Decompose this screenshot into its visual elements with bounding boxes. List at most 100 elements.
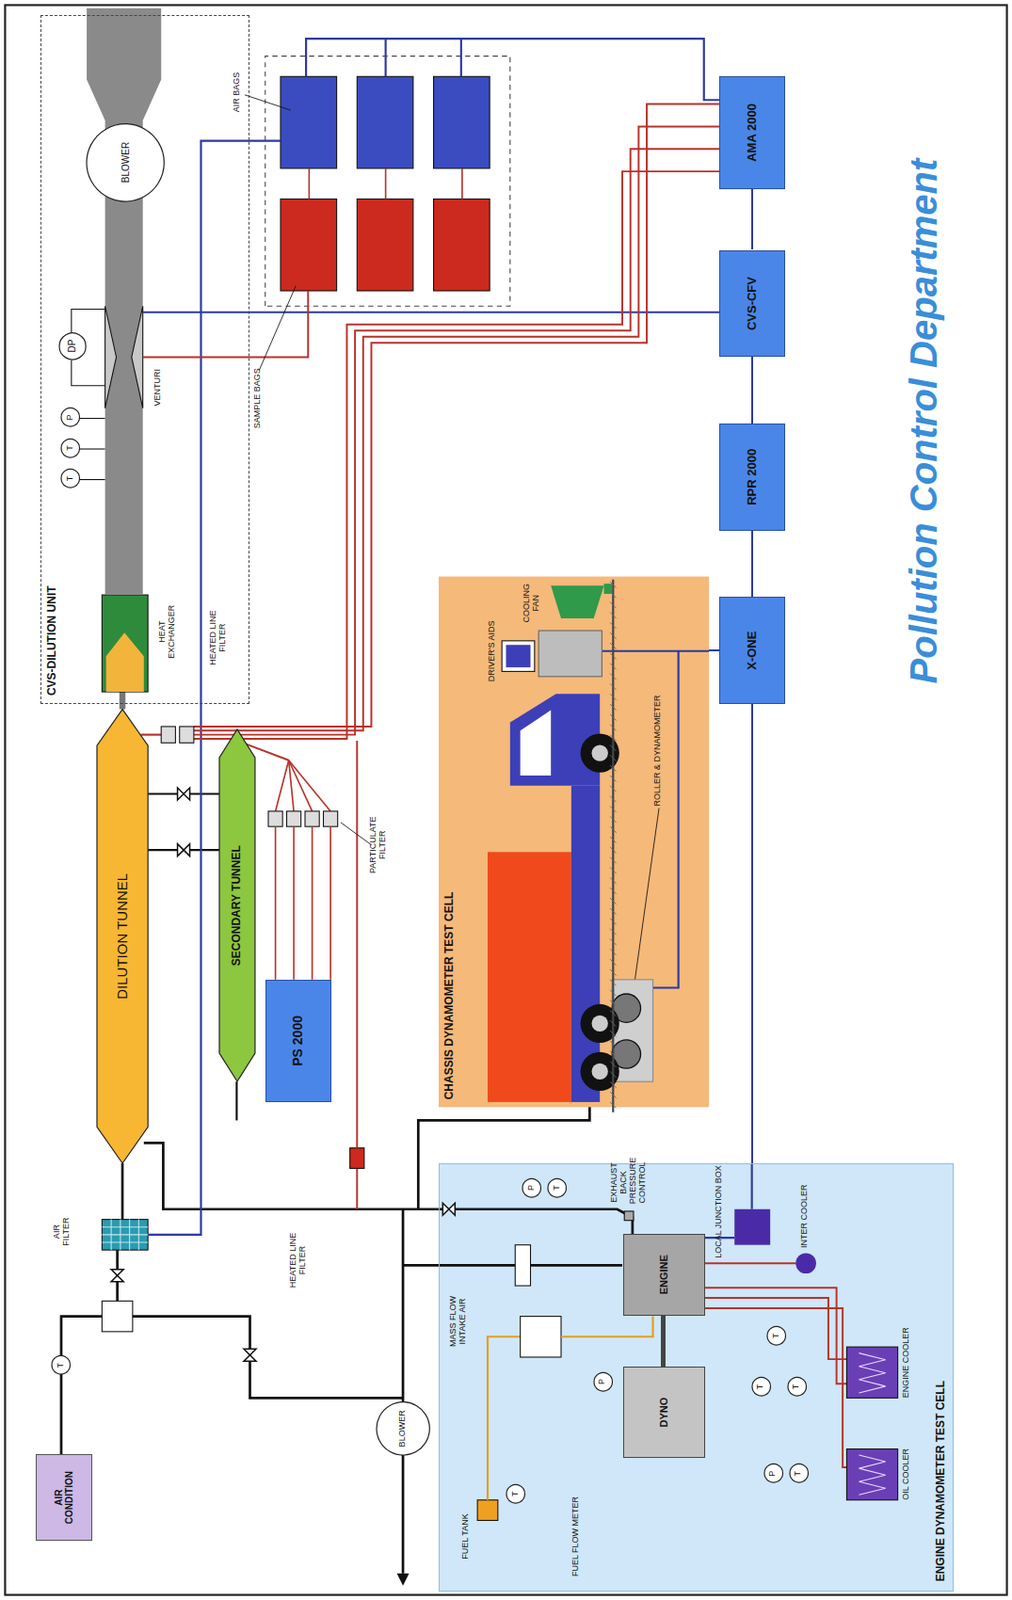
- intake-pipe: [402, 1264, 515, 1268]
- circle-path: [59, 333, 86, 360]
- part-label: PARTICULATE FILTER: [369, 803, 388, 886]
- floor-hatch: [610, 1010, 617, 1017]
- bag-line: [385, 168, 387, 200]
- filter-grid: [119, 1220, 121, 1252]
- part-label: LOCAL JUNCTION BOX: [714, 1165, 724, 1259]
- leader-line: [258, 286, 296, 371]
- floor-hatch: [610, 1051, 617, 1059]
- bag-analyser-line: [305, 38, 720, 100]
- circle-path: [506, 1485, 526, 1505]
- particulate-line: [274, 826, 277, 980]
- chassis-exhaust-pipe: [417, 1107, 590, 1209]
- sensor-circle: T: [752, 1378, 772, 1398]
- heated-line-filter: [160, 726, 176, 743]
- particulate-filter: [305, 811, 320, 827]
- floor-hatch: [610, 887, 617, 895]
- part-label: HEATED LINE FILTER: [289, 1224, 308, 1297]
- floor-hatch: [610, 806, 617, 814]
- back-pressure-valve: [624, 1211, 634, 1221]
- floor-hatch: [610, 724, 617, 732]
- process-box: AMA 2000: [719, 76, 786, 189]
- floor-hatch: [610, 816, 617, 823]
- part-label: HEATED LINE FILTER: [208, 602, 228, 675]
- chassis-cell-ground: [438, 577, 709, 1109]
- filter-grid: [101, 1234, 148, 1236]
- part-label: ENGINE COOLER: [901, 1327, 912, 1398]
- floor-hatch: [610, 735, 617, 742]
- signal-connector: [660, 1316, 666, 1367]
- particulate-line: [289, 760, 331, 812]
- heated-line-filter: [350, 1148, 365, 1170]
- heat-exchanger-core: [106, 632, 145, 692]
- air-pipe: [121, 1163, 125, 1221]
- particulate-line: [275, 760, 290, 812]
- floor-hatch: [610, 836, 617, 844]
- floor-hatch: [610, 674, 617, 681]
- floor-hatch: [610, 1081, 617, 1089]
- heat-exchanger: [101, 594, 148, 692]
- node-label: RPR 2000: [745, 449, 759, 506]
- circle-path: [61, 408, 81, 428]
- floor-hatch: [610, 612, 617, 620]
- pressure-tap: [71, 309, 106, 335]
- exhaust-pipe: [144, 1142, 633, 1236]
- heated-sample-line: [193, 171, 720, 739]
- signal-connector: [751, 356, 754, 424]
- valve-symbol: [442, 1203, 455, 1216]
- floor-hatch: [610, 1071, 617, 1078]
- coolant-line: [704, 1298, 848, 1360]
- circle-path: [547, 1178, 567, 1198]
- signal-connector: [708, 649, 720, 652]
- part-label: EXHAUST BACK PRESSURE CONTROL: [610, 1161, 648, 1205]
- floor-hatch: [610, 786, 617, 793]
- floor-hatch: [610, 754, 617, 762]
- floor-hatch: [610, 1041, 617, 1048]
- sensor-circle: T: [789, 1464, 809, 1484]
- part-label: VENTURI: [153, 369, 163, 407]
- mass-flow-meter: [514, 1245, 531, 1286]
- bag-analyser-line: [385, 38, 387, 77]
- particulate-filter: [287, 811, 302, 827]
- node-label: T: [771, 1333, 782, 1340]
- node-label: P: [597, 1379, 608, 1385]
- process-box: PS 2000: [265, 979, 332, 1103]
- bag-sample-line: [143, 290, 309, 357]
- sensor-circle: T: [61, 469, 81, 489]
- node-label: P: [768, 1471, 778, 1478]
- floor-hatch: [610, 663, 617, 671]
- air-filter: [101, 1220, 148, 1252]
- venturi-signal-line: [143, 311, 720, 314]
- heated-sample-line: [193, 104, 720, 727]
- sensor-circle: BLOWER: [376, 1402, 430, 1456]
- engine-cell-ground: [438, 1163, 954, 1592]
- part-label: COOLING FAN: [522, 580, 542, 627]
- signal-connector: [751, 530, 754, 597]
- circle-path: [752, 1378, 772, 1398]
- node-label: P: [65, 415, 76, 421]
- circle-path: [764, 1464, 784, 1484]
- floor-hatch: [610, 867, 617, 875]
- charge-air-line: [704, 1262, 797, 1265]
- filter-grid: [111, 1220, 113, 1252]
- sensor-stub: [78, 417, 105, 419]
- exhaust-out-pipe: [401, 1209, 405, 1575]
- coolant-line: [704, 1287, 848, 1384]
- heated-sample-line: [193, 148, 720, 735]
- node-label: AIR CONDITION: [53, 1468, 75, 1527]
- floor-hatch: [610, 1102, 617, 1109]
- node-label: T: [56, 1363, 66, 1369]
- fan-stand: [604, 583, 613, 595]
- node-label: BLOWER: [120, 142, 131, 183]
- circle-path: [86, 123, 164, 201]
- cooling-fan: [550, 585, 604, 619]
- particulate-filter: [268, 811, 283, 827]
- floor-line: [611, 579, 614, 1113]
- circle-path: [767, 1327, 787, 1347]
- sensor-circle: P: [522, 1178, 542, 1198]
- node-label: T: [65, 445, 76, 451]
- floor-hatch: [610, 642, 617, 650]
- air-mixing-box: [101, 1301, 133, 1333]
- floor-hatch: [610, 969, 617, 977]
- bag-analyser-line: [460, 38, 463, 77]
